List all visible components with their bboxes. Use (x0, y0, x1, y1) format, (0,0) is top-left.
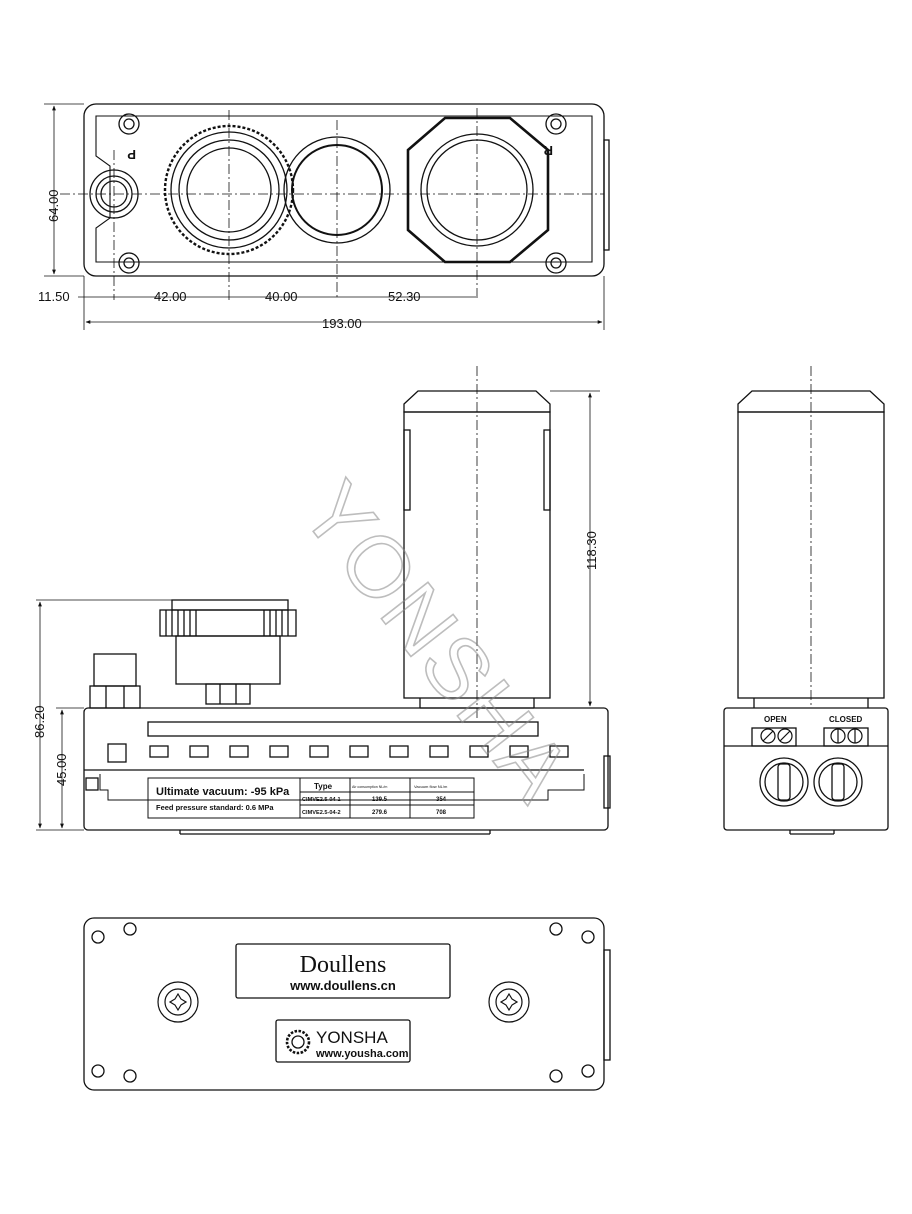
doullens-nameplate (235, 943, 451, 999)
dim-overall-height: 86.20 (32, 705, 47, 738)
dim-d2: 40.00 (265, 289, 298, 304)
port-label-p: P (127, 147, 136, 162)
front-knob (159, 599, 297, 705)
label-row2-type: CIMVE2.5-04-2 (302, 810, 341, 816)
r-port-cylinder-icon (406, 116, 550, 264)
label-plate-title: Ultimate vacuum: -95 kPa (156, 786, 290, 798)
label-header-air: Air consumption NL/m (352, 785, 387, 789)
dim-top-height: 64.00 (46, 189, 61, 222)
top-view-screws (118, 113, 567, 274)
yonsha-gear-icon (285, 1029, 311, 1055)
front-base (83, 707, 609, 831)
port-label-r: R (543, 143, 553, 158)
open-valve-screws-icon (760, 728, 793, 744)
dim-d1: 42.00 (154, 289, 187, 304)
label-row1-air: 139.5 (372, 797, 388, 803)
valve-label-open: OPEN (764, 715, 787, 724)
front-vent-slots (149, 745, 569, 758)
front-view-dimensions (36, 390, 600, 831)
dim-total-width: 193.00 (322, 316, 362, 331)
side-ports-icon (759, 757, 863, 807)
closed-valve-screws-icon (830, 728, 863, 744)
bottom-view (83, 917, 611, 1091)
top-view-side-tab (603, 139, 610, 251)
label-plate-subtitle: Feed pressure standard: 0.6 MPa (156, 803, 274, 812)
logo-url: www.yousha.com (315, 1048, 409, 1060)
label-plate (147, 777, 475, 819)
label-row1-flow: 354 (436, 797, 447, 803)
top-view (60, 103, 610, 300)
dim-d3: 52.30 (388, 289, 421, 304)
side-base (723, 707, 889, 831)
logo-brand: YONSHA (316, 1028, 388, 1047)
torx-screw-left-icon (157, 981, 199, 1023)
label-row2-flow: 708 (436, 810, 447, 816)
dim-cyl-height: 118.30 (584, 531, 599, 570)
dim-body-height: 45.00 (54, 753, 69, 786)
top-view-center-lines (60, 108, 604, 300)
dim-offset-p: 11.50 (38, 289, 70, 304)
label-row1-type: CIMVE2.5-04-1 (302, 797, 341, 803)
yonsha-logo-plate (275, 1019, 411, 1063)
front-p-fitting (89, 653, 141, 709)
side-view (723, 390, 889, 835)
top-view-inner-outline (95, 115, 593, 263)
watermark: YONSHA (283, 465, 590, 820)
valve-label-closed: CLOSED (829, 715, 863, 724)
torx-screw-right-icon (488, 981, 530, 1023)
nameplate-url: www.doullens.cn (289, 978, 396, 993)
label-row2-air: 279.6 (372, 810, 388, 816)
top-view-dimensions (44, 103, 605, 330)
nameplate-brand: Doullens (300, 952, 387, 978)
label-header-type: Type (314, 782, 333, 791)
label-header-flow: Vacuum flow NL/m (414, 784, 448, 789)
